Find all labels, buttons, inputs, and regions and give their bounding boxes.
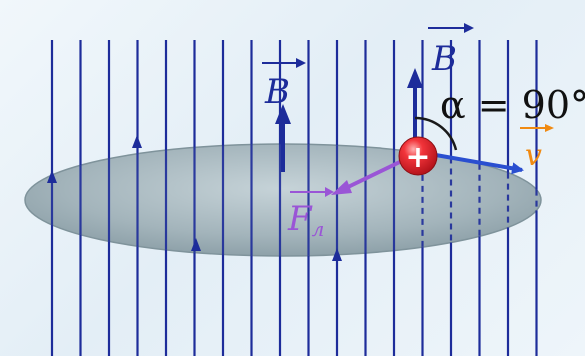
velocity-label: v [525,138,542,173]
field-line-arrowhead [47,170,57,183]
field-vector-right-bar-head [464,23,474,33]
field-lines-front [50,40,538,356]
force-label: Fл [287,199,324,241]
field-vector-left-head [275,104,291,124]
force-vector [347,156,409,189]
velocity-vector [429,152,524,175]
charge-sign: + [405,140,430,175]
field-label-right: B [431,39,457,79]
angle-label: α = 90° [440,83,585,127]
angle-arc [414,116,458,151]
field-line-arrowhead [132,135,142,148]
field-line-arrows [47,135,342,261]
force-vector-head [331,180,352,195]
field-line-arrowhead [332,248,342,261]
field-line-arrowhead [191,238,201,251]
field-vector-left-bar-head [296,58,306,68]
force-label-subscript: л [312,217,325,241]
field-vector-right-head [407,68,423,88]
velocity-bar-head [545,124,554,132]
field-label-left: B [264,72,290,112]
force-bar-head [325,187,334,197]
force-label-main: F [287,199,313,239]
positive-charge [398,136,438,176]
